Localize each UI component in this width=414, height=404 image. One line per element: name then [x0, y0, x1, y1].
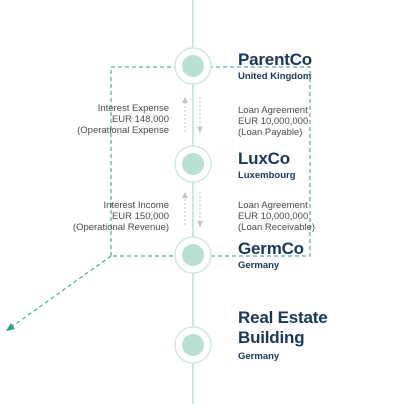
flow-label-loan-receivable: Loan Agreement EUR 10,000,000 (Loan Rece… [238, 200, 316, 233]
dashed-outflow-arrowhead [6, 323, 15, 331]
arrowhead-up-2 [182, 192, 188, 198]
node-luxco [174, 145, 212, 183]
node-germco [174, 236, 212, 274]
flow-label-loan-payable: Loan Agreement EUR 10,000,000 (Loan Paya… [238, 105, 309, 138]
node-title-parentco: ParentCo [238, 50, 312, 69]
node-country-real-estate: Germany [238, 351, 280, 362]
arrowhead-down-2 [197, 221, 203, 227]
node-country-parentco: United Kingdom [238, 71, 312, 82]
node-title-germco: GermCo [238, 239, 304, 258]
flow-label-interest-income: Interest Income EUR 150,000 (Operational… [72, 200, 169, 233]
node-title-luxco: LuxCo [238, 149, 290, 168]
node-country-germco: Germany [238, 260, 280, 271]
dashed-boundary [110, 66, 311, 257]
flow-label-interest-expense: Interest Expense EUR 148,000 (Operationa… [77, 103, 169, 136]
node-country-luxco: Luxembourg [238, 170, 296, 181]
arrowhead-down-1 [197, 127, 203, 133]
node-real-estate [174, 326, 212, 364]
node-title-real-estate: Real Estate Building [238, 308, 328, 347]
arrowhead-up-1 [182, 97, 188, 103]
dashed-outflow-line [9, 255, 112, 329]
node-parentco [174, 47, 212, 85]
